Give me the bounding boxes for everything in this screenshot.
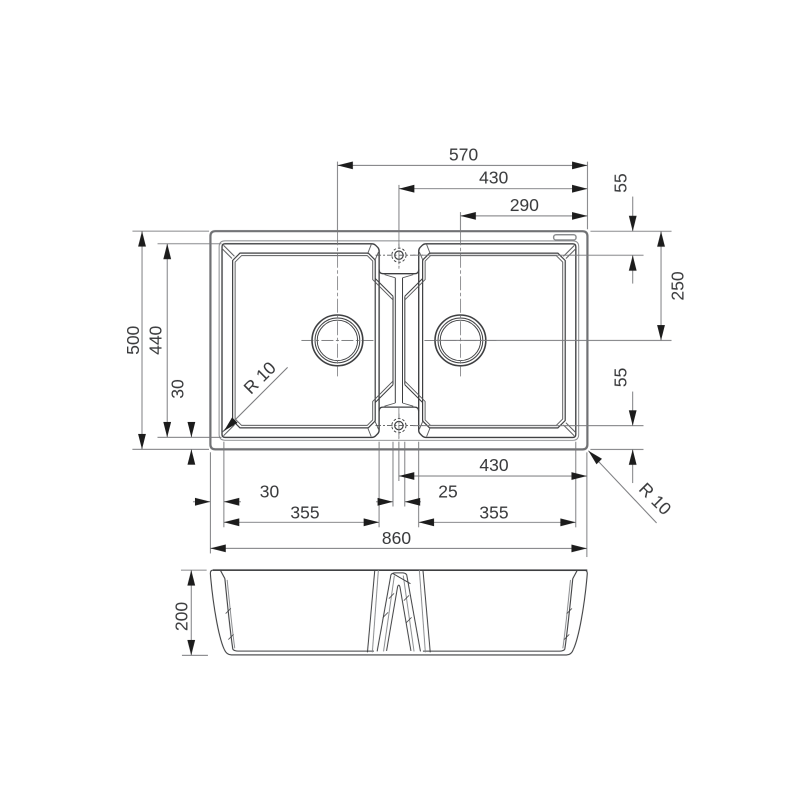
svg-text:430: 430 (479, 168, 508, 188)
svg-text:30: 30 (167, 379, 187, 399)
svg-text:250: 250 (667, 271, 687, 300)
svg-text:430: 430 (479, 455, 508, 475)
svg-text:30: 30 (260, 481, 280, 501)
svg-text:355: 355 (290, 503, 319, 523)
svg-text:200: 200 (171, 602, 191, 631)
svg-text:570: 570 (449, 144, 478, 164)
svg-text:55: 55 (610, 173, 630, 192)
svg-text:500: 500 (123, 325, 143, 354)
svg-text:440: 440 (145, 325, 165, 354)
svg-text:860: 860 (382, 528, 411, 548)
svg-text:55: 55 (610, 368, 630, 387)
svg-text:25: 25 (438, 481, 457, 501)
svg-text:290: 290 (510, 195, 539, 215)
svg-text:355: 355 (479, 503, 508, 523)
